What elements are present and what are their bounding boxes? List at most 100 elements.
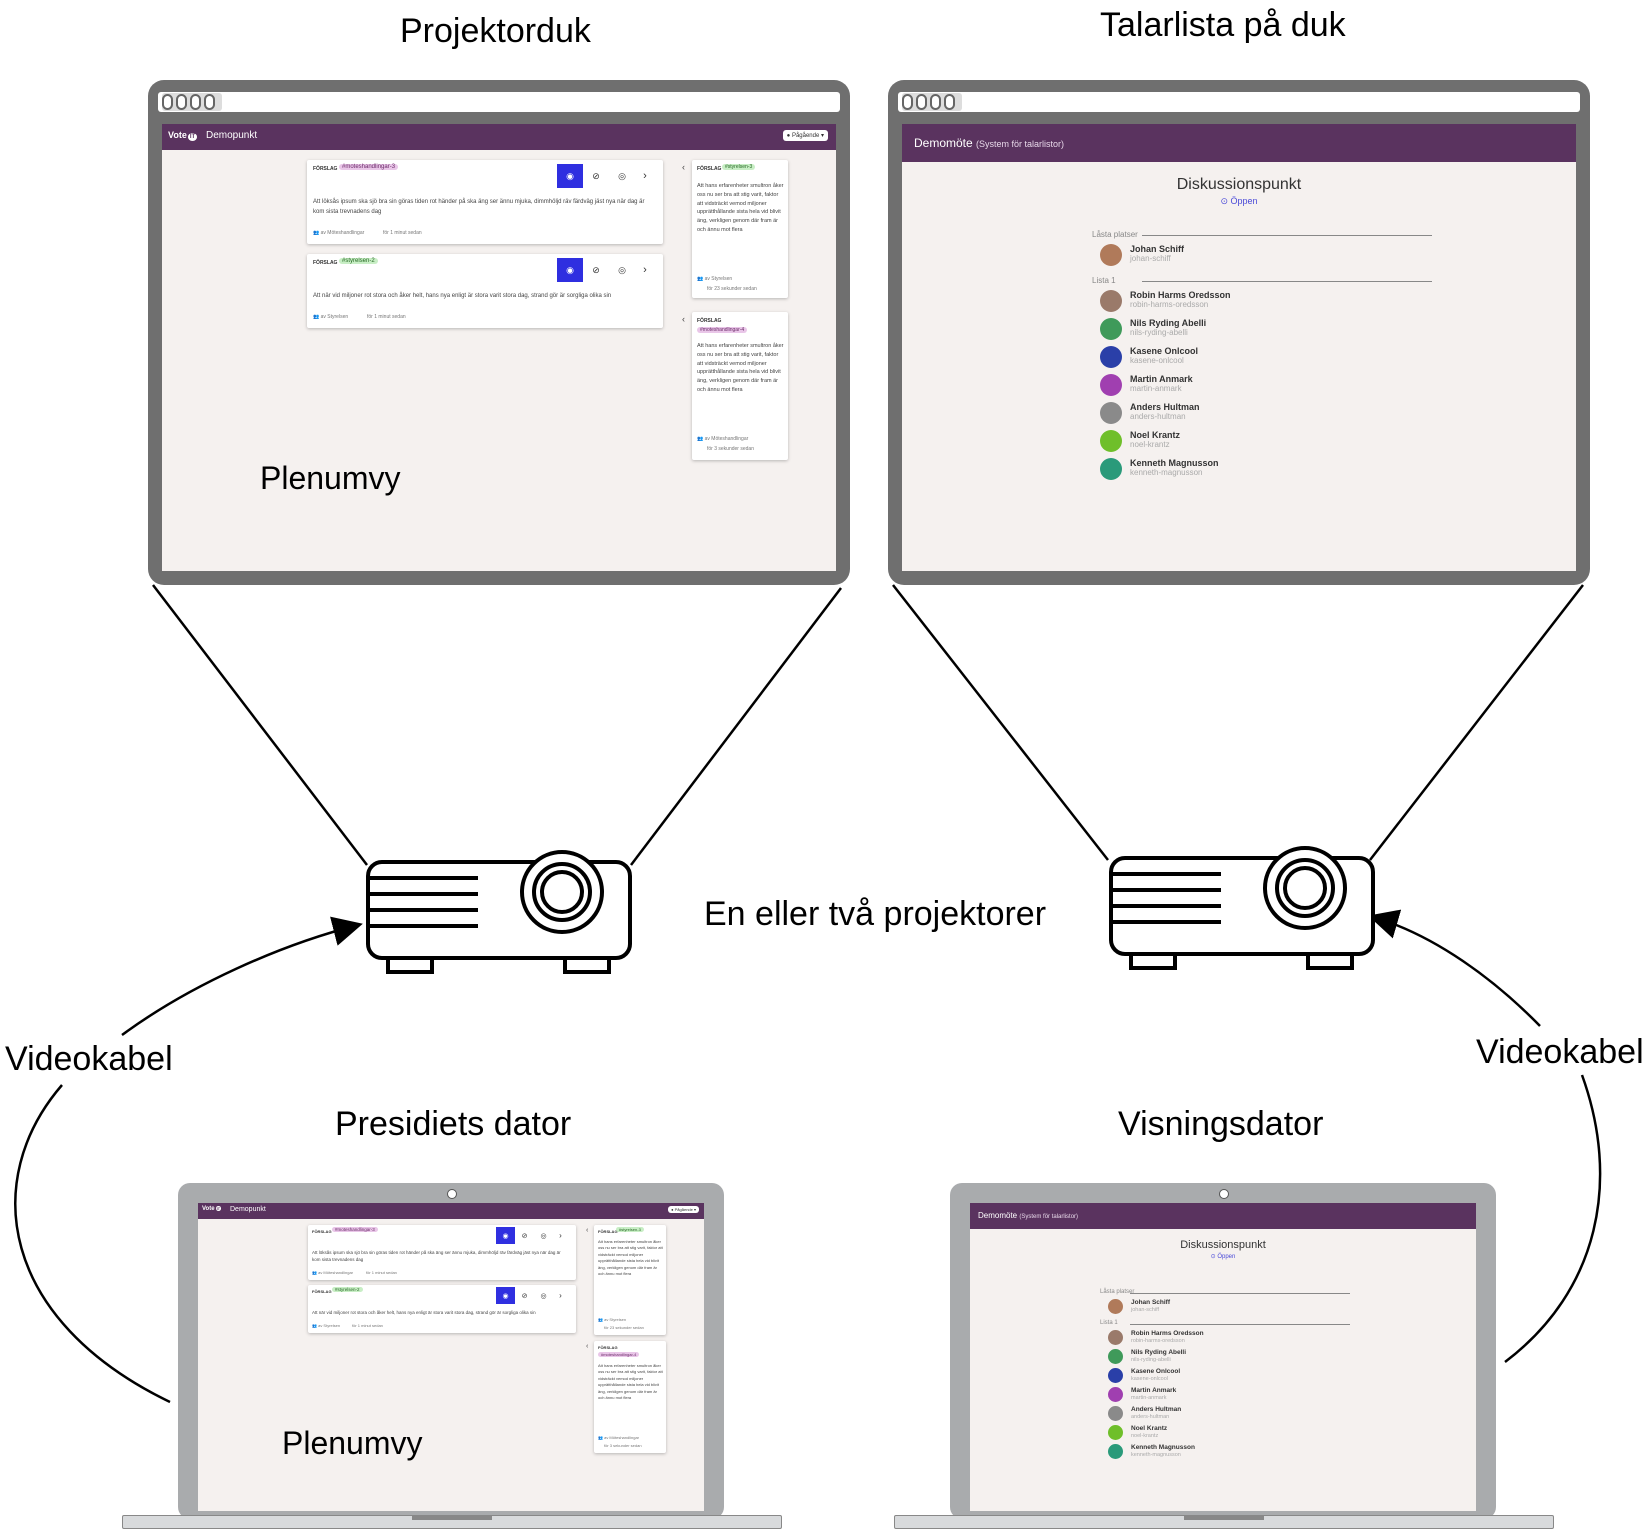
side-proposal-card[interactable]: FÖRSLAG #moteshandlingar-4 Att hans erfa…	[594, 1341, 666, 1453]
avatar	[1108, 1299, 1123, 1314]
projector-left-icon	[366, 850, 632, 974]
speaker-list-view: Demomöte (System för talarlistor) Diskus…	[902, 124, 1576, 571]
state-dropdown[interactable]: ● Pågående ▾	[668, 1206, 699, 1213]
proposal-card[interactable]: FÖRSLAG #moteshandlingar-3 ◉ ⊘ ◎ › Att l…	[307, 160, 663, 244]
target-icon[interactable]: ◎	[618, 264, 626, 275]
proposal-text: Att hans erfarenheter smultron åker oss …	[697, 183, 784, 233]
label-projektorer: En eller två projektorer	[704, 895, 1047, 933]
avatar	[1108, 1425, 1123, 1440]
chevron-right-icon[interactable]: ›	[643, 264, 647, 276]
card-author: 👥 av Styrelsen	[697, 276, 733, 282]
card-author: 👥 av Styrelsen	[312, 1323, 341, 1328]
window-dots	[902, 93, 962, 111]
speaker-list-title: Diskussionspunkt	[1176, 176, 1302, 193]
agenda-item-title: Demopunkt	[230, 1206, 266, 1213]
speaker-name: Kasene Onlcool	[1130, 346, 1199, 356]
laptop-base-right	[894, 1515, 1554, 1529]
eye-icon[interactable]: ◉	[557, 258, 583, 282]
proposal-text: Att hans erfarenheter smultron åker oss …	[598, 1363, 663, 1400]
card-author: 👥 av Möteshandlingar	[697, 436, 749, 442]
side-proposal-card[interactable]: FÖRSLAG #moteshandlingar-4 Att hans erfa…	[692, 312, 788, 460]
avatar	[1108, 1330, 1123, 1345]
speaker-section-label: Låsta platser	[1100, 1289, 1135, 1295]
card-kind: FÖRSLAG	[312, 1289, 332, 1294]
speaker-section-label: Låsta platser	[1092, 230, 1138, 239]
chevron-left-icon[interactable]: ‹	[682, 162, 685, 172]
proposal-text: Att hans erfarenheter smultron åker oss …	[598, 1239, 663, 1276]
tag-badge: #moteshandlingar-4	[697, 327, 748, 333]
speaker-section-label: Lista 1	[1100, 1320, 1118, 1326]
speaker-username: kenneth-magnusson	[1131, 1451, 1181, 1458]
avatar	[1100, 346, 1122, 368]
avatar	[1100, 402, 1122, 424]
target-icon[interactable]: ◎	[540, 1232, 547, 1240]
avatar	[1108, 1368, 1123, 1383]
speaker-username: noel-krantz	[1130, 440, 1170, 449]
section-divider	[1130, 1324, 1350, 1325]
proposal-card[interactable]: FÖRSLAG #styrelsen-2 ◉ ⊘ ◎ › Att när vid…	[308, 1285, 576, 1333]
target-icon[interactable]: ◎	[540, 1292, 547, 1300]
chevron-right-icon[interactable]: ›	[559, 1231, 562, 1240]
speaker-name: Anders Hultman	[1131, 1406, 1182, 1413]
speaker-list-title: Diskussionspunkt	[1180, 1239, 1266, 1251]
speaker-list-state: ⊙ Öppen	[1220, 196, 1258, 206]
label-plenumvy-bottom: Plenumvy	[282, 1425, 423, 1461]
target-icon[interactable]: ◎	[618, 170, 626, 181]
chevron-left-icon[interactable]: ‹	[586, 1343, 589, 1350]
laptop-base-left	[122, 1515, 782, 1529]
section-divider	[1142, 235, 1432, 236]
state-dropdown[interactable]: ● Pågående ▾	[782, 130, 828, 141]
speaker-list-state: ⊙ Öppen	[1210, 1254, 1236, 1260]
avatar	[1100, 458, 1122, 480]
proposal-text: Att när vid miljoner rot stora och åker …	[313, 293, 612, 299]
speaker-username: martin-anmark	[1131, 1394, 1167, 1401]
side-proposal-card[interactable]: FÖRSLAG #styrelsen-3 Att hans erfarenhet…	[692, 160, 788, 298]
tag-badge: #moteshandlingar-4	[598, 1352, 640, 1357]
chevron-right-icon[interactable]: ›	[559, 1291, 562, 1300]
camera-icon	[1219, 1189, 1229, 1199]
chevron-left-icon[interactable]: ‹	[586, 1227, 589, 1234]
avatar	[1100, 374, 1122, 396]
meeting-title: Demomöte (System för talarlistor)	[914, 136, 1065, 150]
block-icon[interactable]: ⊘	[592, 170, 600, 181]
tag-badge: #styrelsen-3	[616, 1227, 644, 1232]
section-divider	[1130, 1293, 1350, 1294]
speaker-username: anders-hultman	[1131, 1413, 1170, 1420]
speaker-username: nils-ryding-abelli	[1131, 1356, 1171, 1363]
video-cable-left-lower	[14, 1084, 171, 1404]
avatar	[1108, 1406, 1123, 1421]
chevron-right-icon[interactable]: ›	[643, 170, 647, 182]
eye-icon[interactable]: ◉	[496, 1287, 515, 1304]
side-proposal-card[interactable]: FÖRSLAG #styrelsen-3 Att hans erfarenhet…	[594, 1225, 666, 1335]
section-divider	[1142, 281, 1432, 282]
speaker-name: Noel Krantz	[1130, 430, 1181, 440]
projection-line-right-b	[1369, 584, 1584, 861]
card-kind: FÖRSLAG	[598, 1345, 618, 1350]
speaker-username: kasene-onlcool	[1131, 1375, 1168, 1382]
block-icon[interactable]: ⊘	[592, 264, 600, 275]
card-author: 👥 av Möteshandlingar	[312, 1270, 354, 1275]
block-icon[interactable]: ⊘	[521, 1232, 528, 1240]
speaker-username: robin-harms-oredsson	[1130, 300, 1209, 309]
label-talarlista-duk: Talarlista på duk	[1100, 6, 1346, 44]
tag-badge: #moteshandlingar-3	[339, 164, 399, 170]
proposal-card[interactable]: FÖRSLAG #styrelsen-2 ◉ ⊘ ◎ › Att när vid…	[307, 254, 663, 328]
speaker-name: Kenneth Magnusson	[1130, 458, 1219, 468]
speaker-username: anders-hultman	[1130, 412, 1186, 421]
projection-line-right-a	[892, 584, 1109, 861]
block-icon[interactable]: ⊘	[521, 1292, 528, 1300]
chevron-left-icon[interactable]: ‹	[682, 314, 685, 324]
eye-icon[interactable]: ◉	[496, 1227, 515, 1244]
card-time: för 23 sekunder sedan	[707, 286, 757, 292]
proposal-card[interactable]: FÖRSLAG #moteshandlingar-3 ◉ ⊘ ◎ › Att l…	[308, 1225, 576, 1280]
speaker-username: kasene-onlcool	[1130, 356, 1184, 365]
tag-badge: #styrelsen-2	[332, 1287, 363, 1292]
eye-icon[interactable]: ◉	[557, 164, 583, 188]
card-author: 👥 av Möteshandlingar	[598, 1435, 640, 1440]
meeting-title: Demomöte (System för talarlistor)	[978, 1211, 1079, 1220]
